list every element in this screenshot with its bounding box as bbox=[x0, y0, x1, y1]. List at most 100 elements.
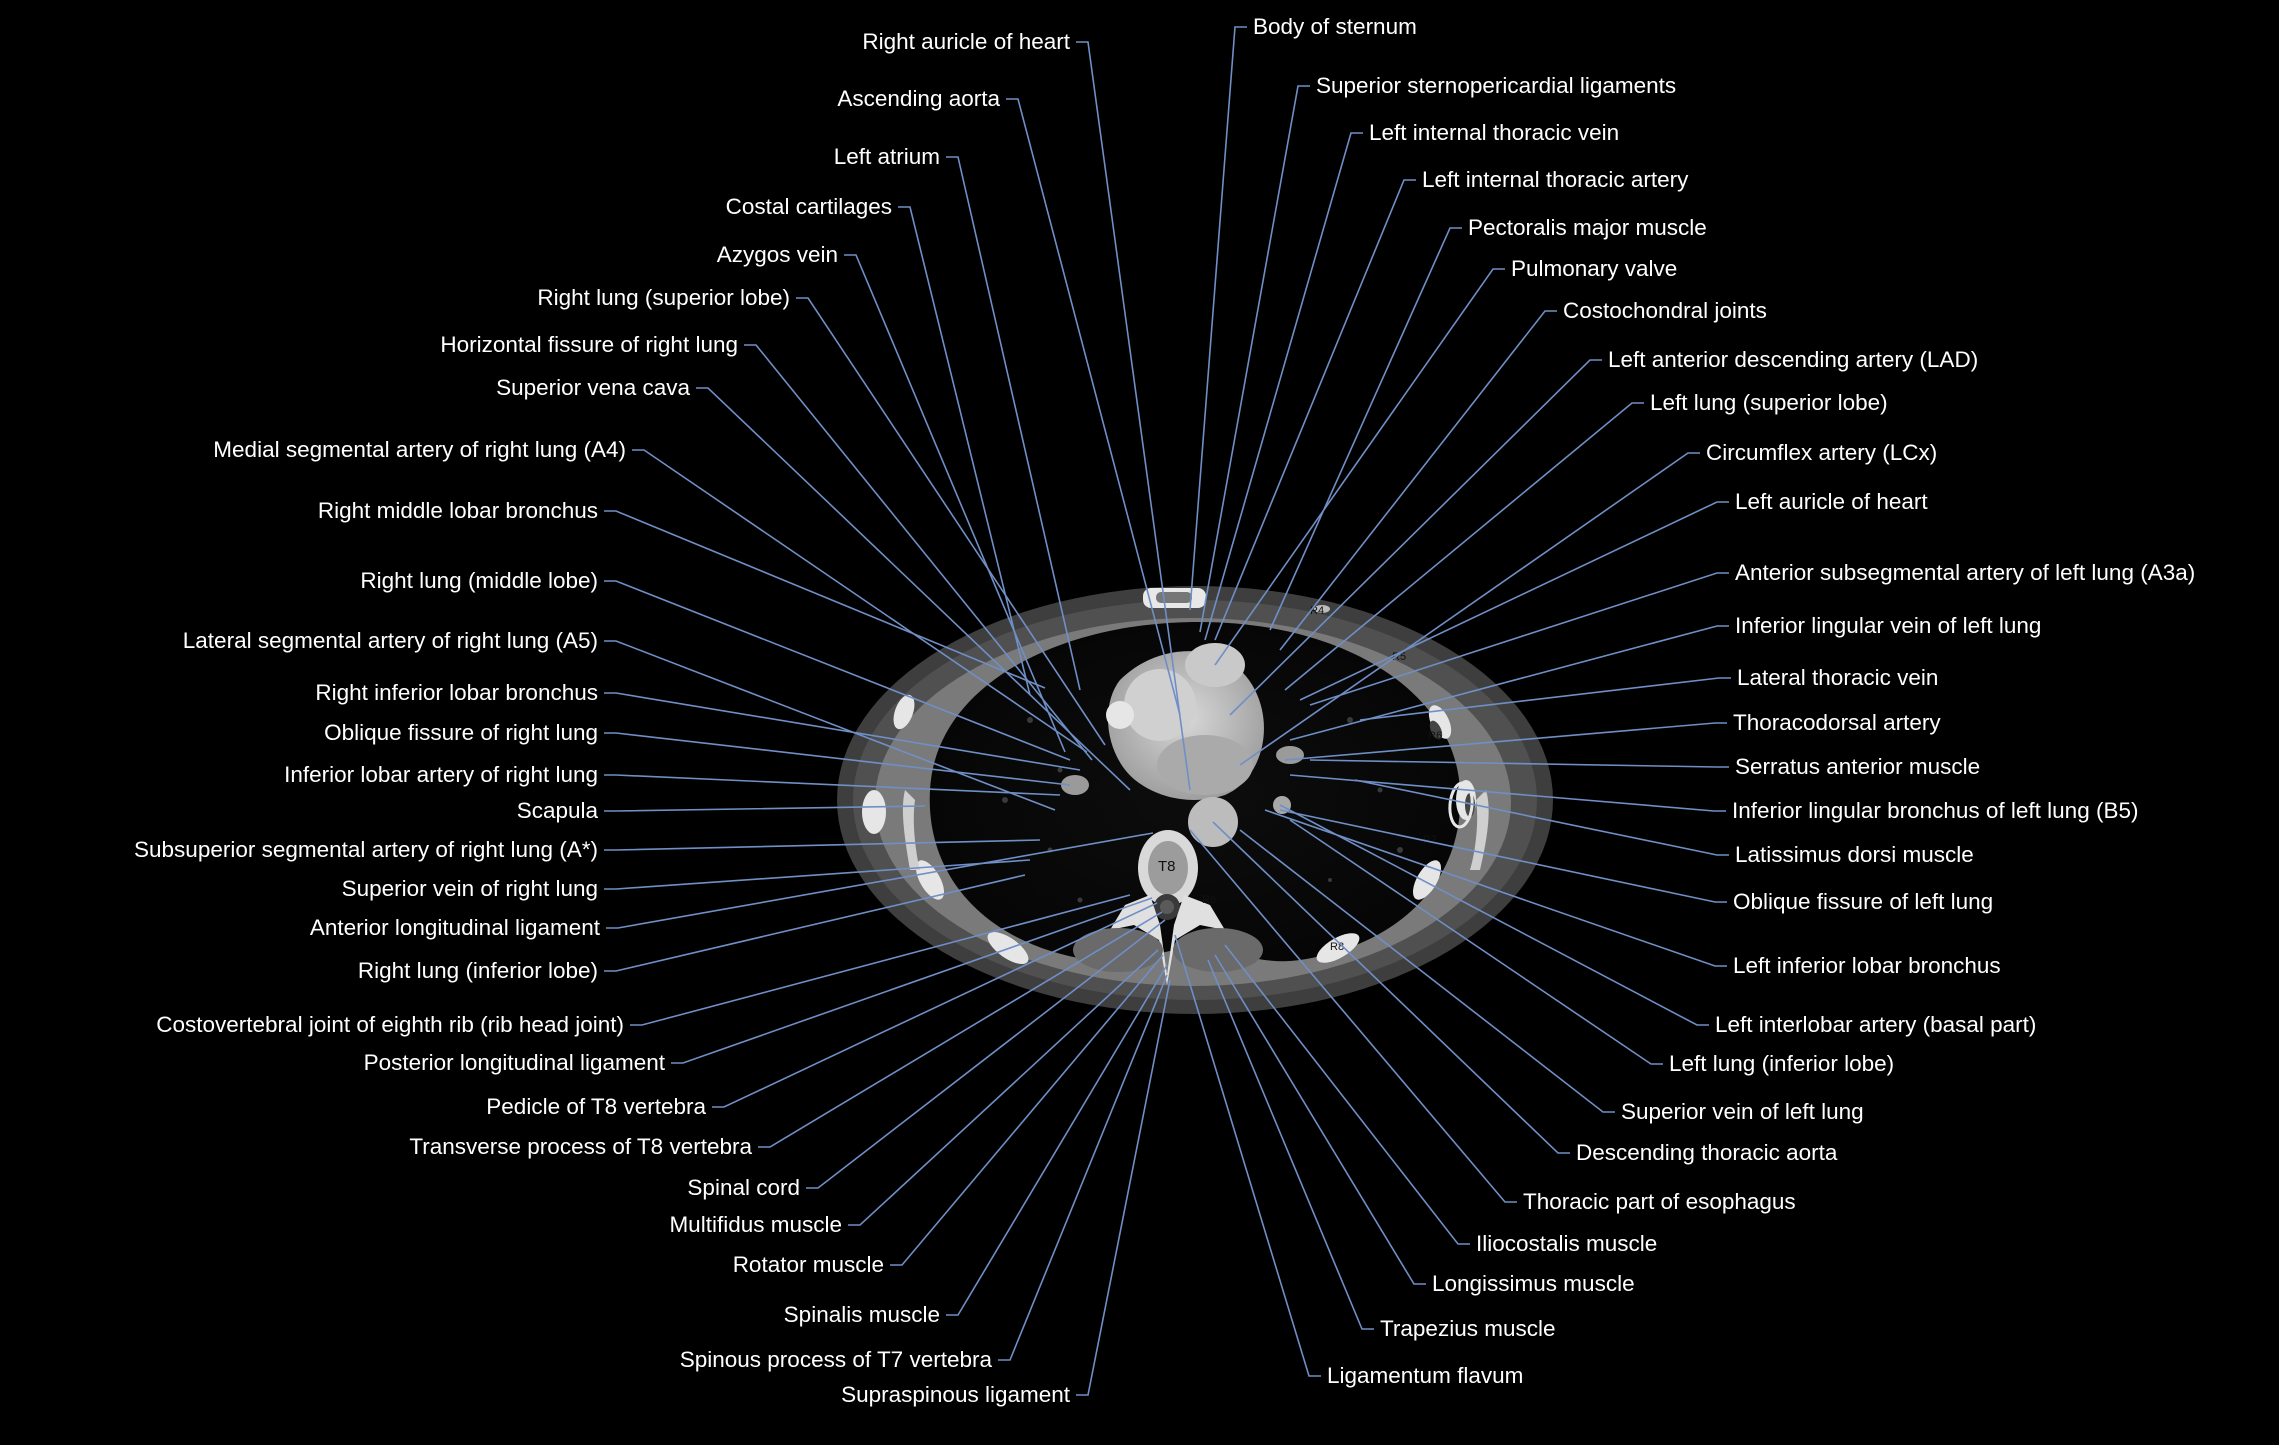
leader-left-24 bbox=[806, 919, 1166, 1189]
label-right-2: Left internal thoracic vein bbox=[1369, 120, 1619, 145]
label-right-24: Thoracic part of esophagus bbox=[1523, 1189, 1796, 1214]
ascending-aorta bbox=[1124, 669, 1196, 741]
ribs bbox=[862, 605, 1476, 965]
rib-tag-r4: R4 bbox=[1310, 605, 1324, 617]
label-left-15: Scapula bbox=[517, 798, 599, 823]
label-right-16: Inferior lingular bronchus of left lung … bbox=[1732, 798, 2138, 823]
posterior-elements bbox=[1110, 895, 1225, 985]
leader-left-13 bbox=[604, 732, 1071, 786]
label-right-27: Trapezius muscle bbox=[1380, 1316, 1555, 1341]
leader-left-10 bbox=[604, 580, 1071, 761]
label-left-26: Rotator muscle bbox=[733, 1252, 884, 1277]
label-right-23: Descending thoracic aorta bbox=[1576, 1140, 1838, 1165]
label-right-6: Costochondral joints bbox=[1563, 298, 1767, 323]
label-left-4: Azygos vein bbox=[717, 242, 838, 267]
leader-left-12 bbox=[604, 692, 1081, 771]
leader-right-23 bbox=[1212, 821, 1570, 1154]
leader-right-17 bbox=[1354, 779, 1729, 856]
rib-tag-r6: R6 bbox=[1428, 730, 1442, 742]
rib-tag-r6-head: R6 bbox=[1202, 894, 1216, 906]
label-left-3: Costal cartilages bbox=[726, 194, 892, 219]
leader-left-26 bbox=[890, 954, 1164, 1266]
label-left-11: Lateral segmental artery of right lung (… bbox=[183, 628, 598, 653]
leader-right-8 bbox=[1284, 402, 1644, 691]
leader-right-19 bbox=[1264, 809, 1727, 967]
label-left-17: Superior vein of right lung bbox=[342, 876, 598, 901]
leader-left-14 bbox=[604, 774, 1061, 796]
label-right-15: Serratus anterior muscle bbox=[1735, 754, 1980, 779]
label-left-23: Transverse process of T8 vertebra bbox=[409, 1134, 752, 1159]
leader-right-7 bbox=[1229, 359, 1602, 716]
label-right-5: Pulmonary valve bbox=[1511, 256, 1677, 281]
label-right-12: Inferior lingular vein of left lung bbox=[1735, 613, 2041, 638]
label-right-7: Left anterior descending artery (LAD) bbox=[1608, 347, 1978, 372]
leader-left-2 bbox=[946, 156, 1081, 691]
label-left-13: Oblique fissure of right lung bbox=[324, 720, 598, 745]
leader-right-13 bbox=[1359, 677, 1731, 721]
label-left-21: Posterior longitudinal ligament bbox=[364, 1050, 666, 1075]
label-right-1: Superior sternopericardial ligaments bbox=[1316, 73, 1676, 98]
leader-left-6 bbox=[744, 344, 1093, 761]
leader-right-27 bbox=[1207, 959, 1374, 1330]
rib-tag-r8: R8 bbox=[1330, 941, 1344, 953]
leader-left-16 bbox=[604, 839, 1041, 851]
leader-left-29 bbox=[1076, 979, 1171, 1396]
label-left-5: Right lung (superior lobe) bbox=[537, 285, 790, 310]
label-left-7: Superior vena cava bbox=[496, 375, 690, 400]
leader-left-20 bbox=[630, 894, 1131, 1026]
label-left-18: Anterior longitudinal ligament bbox=[310, 915, 601, 940]
leader-right-21 bbox=[1289, 819, 1663, 1065]
label-left-24: Spinal cord bbox=[687, 1175, 800, 1200]
label-left-27: Spinalis muscle bbox=[784, 1302, 940, 1327]
leader-left-3 bbox=[898, 206, 1031, 696]
label-right-9: Circumflex artery (LCx) bbox=[1706, 440, 1937, 465]
leader-left-8 bbox=[632, 449, 1088, 753]
label-left-22: Pedicle of T8 vertebra bbox=[486, 1094, 706, 1119]
leader-right-15 bbox=[1309, 759, 1729, 768]
label-right-8: Left lung (superior lobe) bbox=[1650, 390, 1888, 415]
label-left-8: Medial segmental artery of right lung (A… bbox=[213, 437, 626, 462]
scapula-left bbox=[1470, 790, 1489, 870]
leader-right-11 bbox=[1309, 572, 1729, 706]
leader-left-23 bbox=[758, 911, 1163, 1148]
label-right-17: Latissimus dorsi muscle bbox=[1735, 842, 1974, 867]
leader-right-26 bbox=[1214, 954, 1426, 1285]
leader-right-0 bbox=[1189, 26, 1247, 611]
leader-right-1 bbox=[1199, 85, 1310, 633]
leader-right-24 bbox=[1189, 829, 1517, 1203]
label-left-2: Left atrium bbox=[834, 144, 940, 169]
leader-left-21 bbox=[671, 897, 1153, 1064]
leader-lines bbox=[604, 26, 1731, 1396]
leader-left-19 bbox=[604, 874, 1026, 972]
label-right-28: Ligamentum flavum bbox=[1327, 1363, 1523, 1388]
label-right-11: Anterior subsegmental artery of left lun… bbox=[1735, 560, 2195, 585]
leader-right-20 bbox=[1279, 804, 1709, 1026]
label-right-4: Pectoralis major muscle bbox=[1468, 215, 1707, 240]
leader-right-16 bbox=[1289, 774, 1726, 812]
scapula-right bbox=[902, 790, 920, 870]
label-right-3: Left internal thoracic artery bbox=[1422, 167, 1689, 192]
leader-right-12 bbox=[1289, 625, 1729, 741]
label-right-18: Oblique fissure of left lung bbox=[1733, 889, 1993, 914]
leader-left-0 bbox=[1076, 41, 1191, 791]
leader-right-3 bbox=[1214, 179, 1416, 641]
leader-right-14 bbox=[1284, 722, 1727, 761]
label-left-16: Subsuperior segmental artery of right lu… bbox=[134, 837, 598, 862]
leader-left-7 bbox=[696, 387, 1131, 791]
leader-left-17 bbox=[604, 859, 1031, 890]
label-right-19: Left inferior lobar bronchus bbox=[1733, 953, 2001, 978]
ct-axial-slice: T8 R4 R5 R6 R7 R8 R6 bbox=[837, 586, 1553, 1014]
label-left-14: Inferior lobar artery of right lung bbox=[284, 762, 598, 787]
label-left-6: Horizontal fissure of right lung bbox=[440, 332, 738, 357]
label-right-21: Left lung (inferior lobe) bbox=[1669, 1051, 1894, 1076]
label-right-13: Lateral thoracic vein bbox=[1737, 665, 1938, 690]
label-right-14: Thoracodorsal artery bbox=[1733, 710, 1941, 735]
leader-right-28 bbox=[1174, 934, 1321, 1377]
label-left-28: Spinous process of T7 vertebra bbox=[680, 1347, 993, 1372]
leader-right-2 bbox=[1204, 132, 1363, 641]
leader-right-22 bbox=[1239, 829, 1615, 1113]
label-left-12: Right inferior lobar bronchus bbox=[315, 680, 598, 705]
label-left-9: Right middle lobar bronchus bbox=[318, 498, 598, 523]
leader-right-9 bbox=[1239, 452, 1700, 766]
